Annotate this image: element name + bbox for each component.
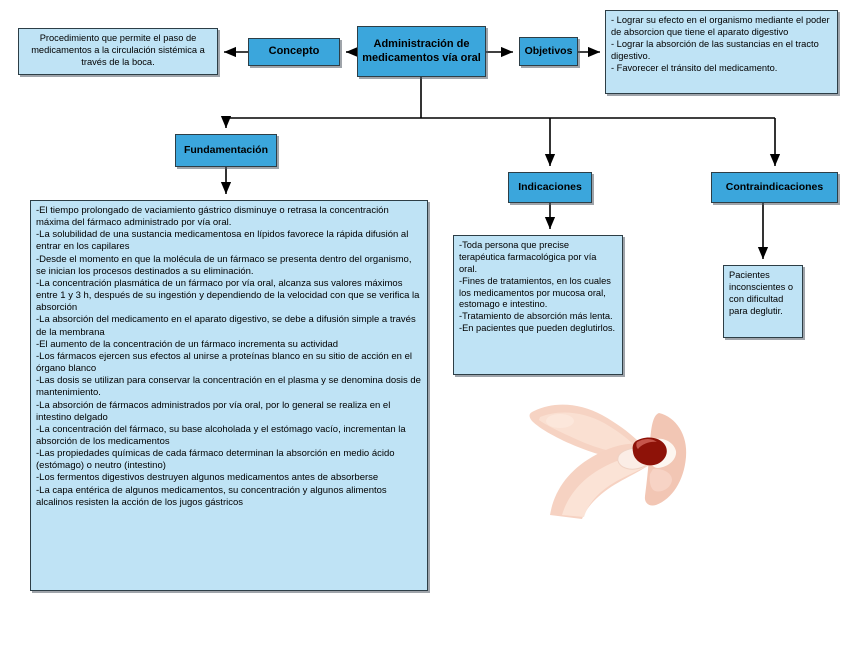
objetivos-description-text: - Lograr su efecto en el organismo media… [611,15,830,73]
node-concepto-label: Concepto [268,45,320,58]
node-fundamentacion-label: Fundamentación [183,143,268,156]
node-root-title[interactable]: Administración de medicamentos vía oral [357,26,486,77]
node-indicaciones[interactable]: Indicaciones [508,172,592,203]
contraindicaciones-description-text: Pacientes inconscientes o con dificultad… [729,270,794,316]
concepto-description-text: Procedimiento que permite el paso de med… [31,33,205,67]
node-contraindicaciones-label: Contraindicaciones [725,180,824,193]
fundamentacion-description-text: -El tiempo prolongado de vaciamiento gás… [36,205,421,508]
photo-illustration [516,395,696,520]
node-indicaciones-description[interactable]: -Toda persona que precise terapéutica fa… [453,235,623,375]
node-objetivos[interactable]: Objetivos [519,37,578,66]
node-concepto[interactable]: Concepto [248,38,340,66]
node-concepto-description[interactable]: Procedimiento que permite el paso de med… [18,28,218,75]
node-contraindicaciones-description[interactable]: Pacientes inconscientes o con dificultad… [723,265,803,338]
node-objetivos-label: Objetivos [524,44,573,57]
node-fundamentacion[interactable]: Fundamentación [175,134,277,167]
node-fundamentacion-description[interactable]: -El tiempo prolongado de vaciamiento gás… [30,200,428,591]
node-contraindicaciones[interactable]: Contraindicaciones [711,172,838,203]
oral-medication-photo [516,395,696,520]
node-objetivos-description[interactable]: - Lograr su efecto en el organismo media… [605,10,838,94]
indicaciones-description-text: -Toda persona que precise terapéutica fa… [459,240,616,334]
node-indicaciones-label: Indicaciones [518,180,582,193]
node-root-label: Administración de medicamentos vía oral [362,37,481,64]
